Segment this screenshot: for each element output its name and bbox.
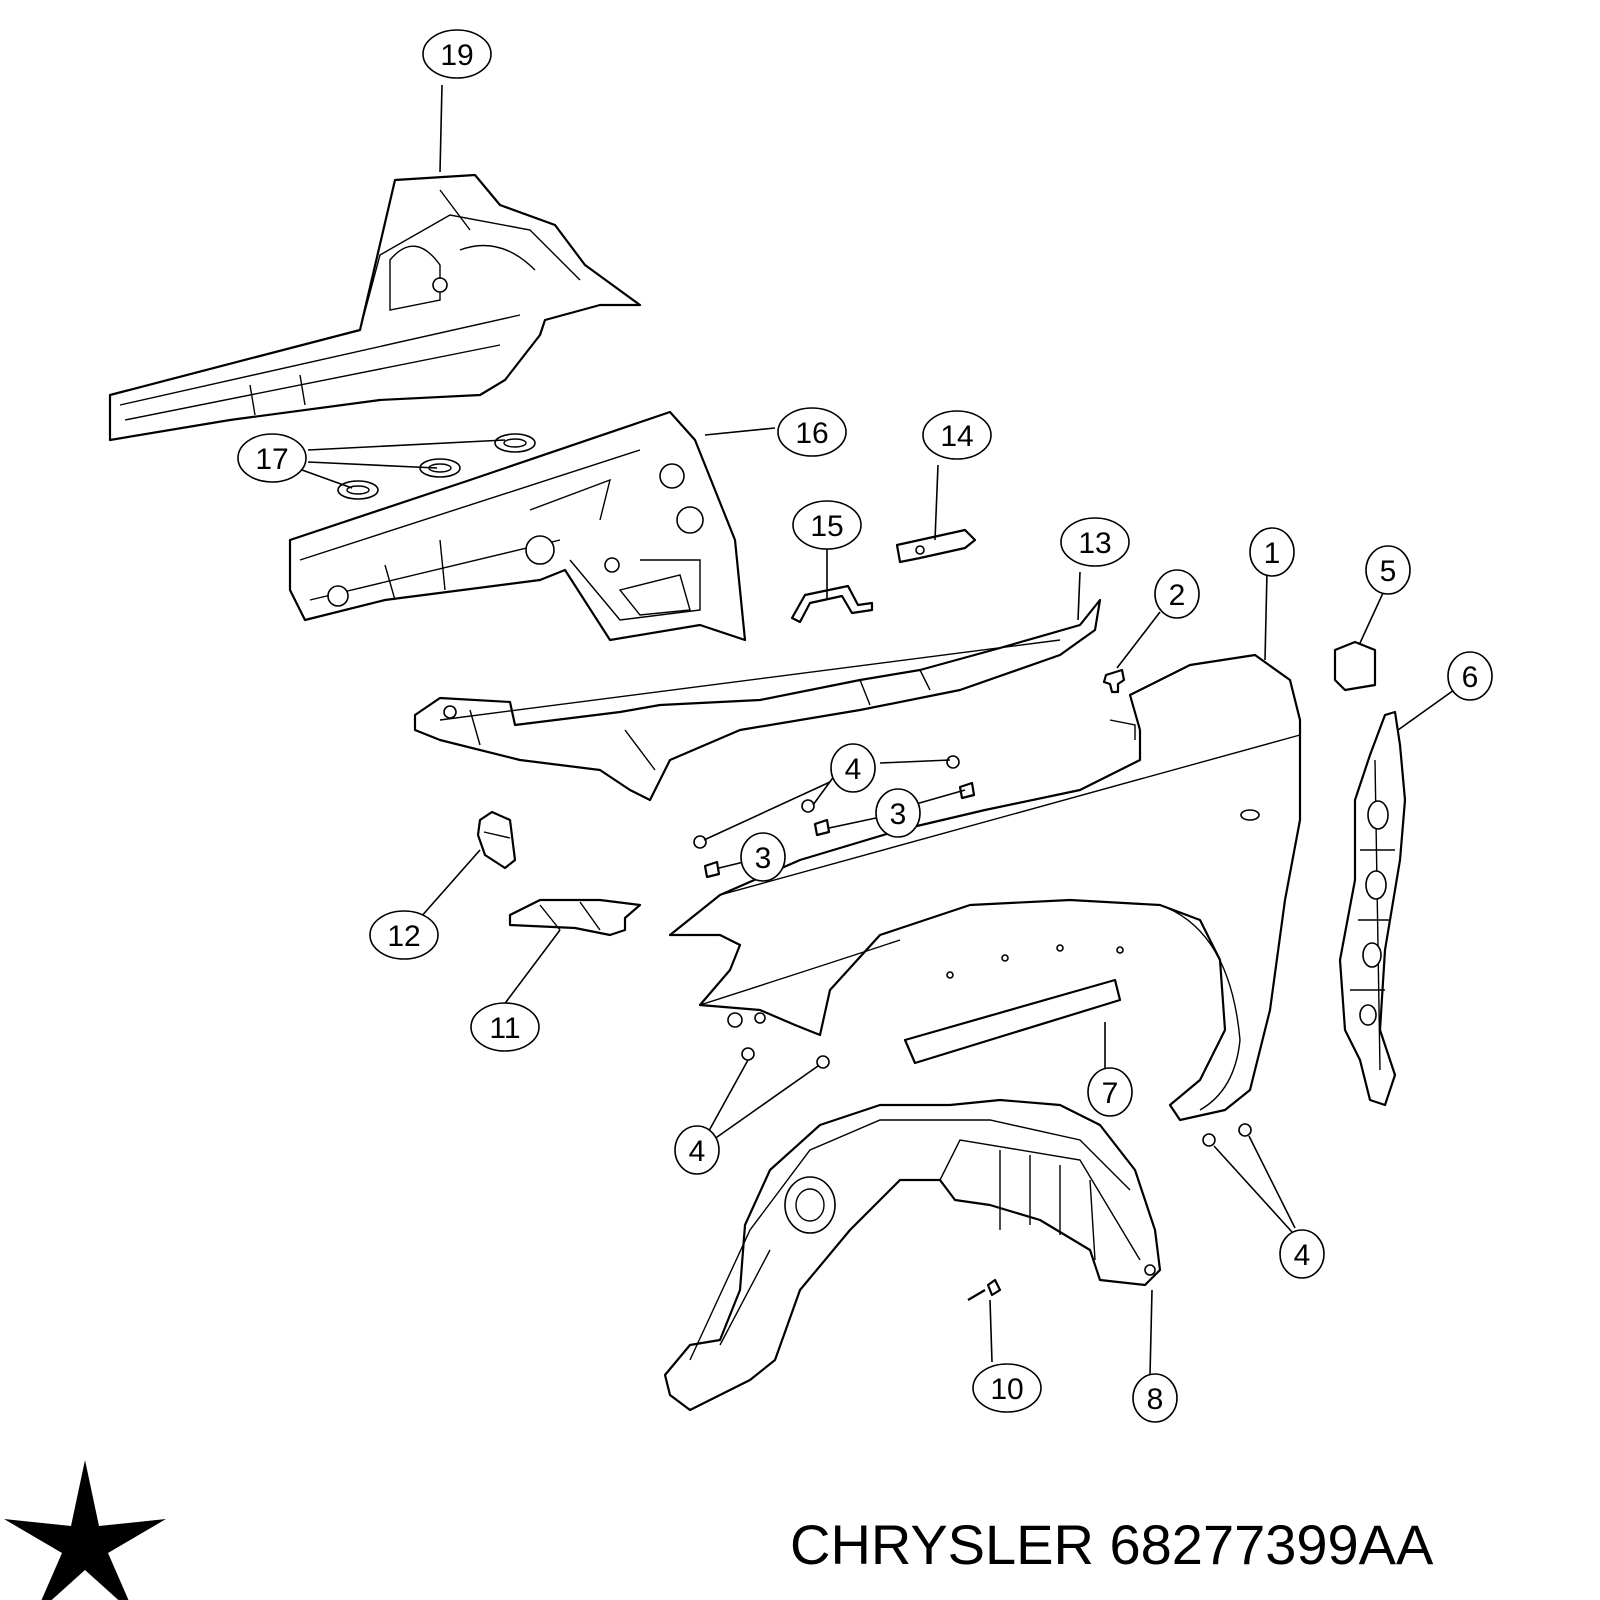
part-16-apron-rail bbox=[288, 410, 747, 642]
callout-3-right: 3 bbox=[875, 788, 921, 838]
callout-6-label: 6 bbox=[1462, 661, 1479, 694]
part-15-bracket bbox=[790, 584, 874, 624]
callout-2: 2 bbox=[1154, 569, 1200, 619]
callout-1-label: 1 bbox=[1264, 537, 1281, 570]
callout-4-right-label: 4 bbox=[1294, 1239, 1311, 1272]
part-2-clip bbox=[1102, 668, 1126, 694]
brand-part-label: CHRYSLER 68277399AA bbox=[790, 1512, 1433, 1577]
part-10-screw bbox=[967, 1278, 1002, 1301]
callout-7-label: 7 bbox=[1102, 1077, 1119, 1110]
callout-19: 19 bbox=[422, 29, 492, 79]
chrysler-pentastar-icon bbox=[4, 1460, 166, 1600]
callout-11-label: 11 bbox=[489, 1012, 520, 1045]
part-19-upper-rail bbox=[108, 173, 642, 442]
leader-lines bbox=[301, 84, 1455, 1376]
part-8-liner bbox=[663, 1098, 1162, 1412]
callout-5: 5 bbox=[1365, 545, 1411, 595]
part-6-brace bbox=[1338, 710, 1407, 1107]
callout-3-left: 3 bbox=[740, 832, 786, 882]
part-5-pad bbox=[1333, 640, 1377, 692]
callout-6: 6 bbox=[1447, 651, 1493, 701]
callout-12-label: 12 bbox=[387, 920, 420, 953]
callout-19-label: 19 bbox=[440, 39, 473, 72]
part-3-clips bbox=[703, 781, 976, 879]
callout-5-label: 5 bbox=[1380, 555, 1397, 588]
callout-4-upper: 4 bbox=[830, 743, 876, 793]
part-13-support bbox=[413, 598, 1102, 802]
callout-16-label: 16 bbox=[795, 417, 828, 450]
callout-10: 10 bbox=[972, 1363, 1042, 1413]
part-number: 68277399AA bbox=[1109, 1513, 1434, 1576]
callout-15-label: 15 bbox=[810, 510, 843, 543]
brand-name: CHRYSLER bbox=[790, 1513, 1094, 1576]
callout-13: 13 bbox=[1060, 517, 1130, 567]
part-7-molding bbox=[903, 978, 1122, 1065]
callout-4-right: 4 bbox=[1279, 1229, 1325, 1279]
callout-8: 8 bbox=[1132, 1373, 1178, 1423]
callout-17-label: 17 bbox=[255, 443, 288, 476]
callout-13-label: 13 bbox=[1078, 527, 1111, 560]
callout-14: 14 bbox=[922, 410, 992, 460]
callout-14-label: 14 bbox=[940, 420, 973, 453]
part-1-fender bbox=[668, 653, 1302, 1122]
part-14-bracket bbox=[895, 528, 977, 564]
callout-16: 16 bbox=[777, 407, 847, 457]
callout-12: 12 bbox=[369, 910, 439, 960]
callout-1: 1 bbox=[1249, 527, 1295, 577]
callout-3-right-label: 3 bbox=[890, 798, 907, 831]
part-11-shield bbox=[508, 898, 642, 937]
callout-4-left: 4 bbox=[674, 1125, 720, 1175]
callout-4-upper-label: 4 bbox=[845, 753, 862, 786]
callout-17: 17 bbox=[237, 433, 307, 483]
callout-10-label: 10 bbox=[990, 1373, 1023, 1406]
callout-8-label: 8 bbox=[1147, 1383, 1164, 1416]
part-17-grommets bbox=[337, 433, 536, 500]
part-4-fasteners bbox=[693, 755, 1252, 1147]
callout-3-left-label: 3 bbox=[755, 842, 772, 875]
callout-4-left-label: 4 bbox=[689, 1135, 706, 1168]
callout-11: 11 bbox=[470, 1002, 540, 1052]
callout-2-label: 2 bbox=[1169, 579, 1186, 612]
callout-7: 7 bbox=[1087, 1067, 1133, 1117]
part-12-pad bbox=[476, 810, 517, 870]
callout-15: 15 bbox=[792, 500, 862, 550]
